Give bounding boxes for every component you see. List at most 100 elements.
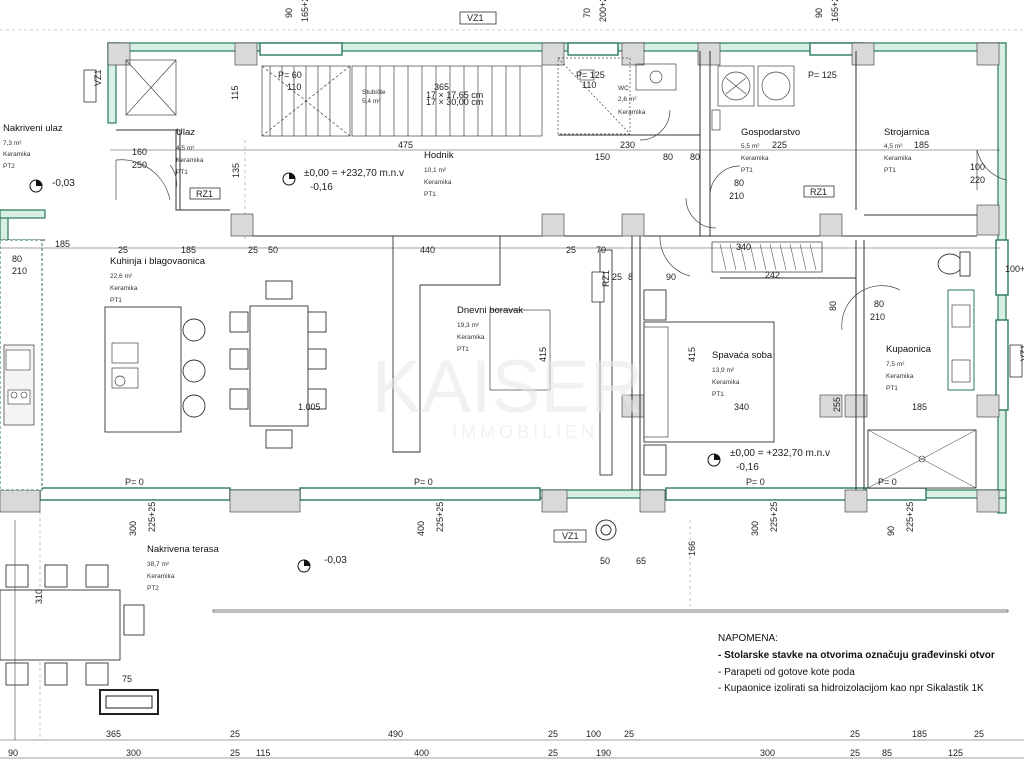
dim-top-left-a: 90 [284,8,294,18]
room-code-strojarnica: PT1 [884,167,896,174]
room-code-kupaonica: PT1 [886,385,898,392]
tag-p0-1: P= 0 [125,477,144,487]
notes-line-2: - Parapeti od gotove kote poda [718,667,855,678]
room-name-terasa: Nakrivena terasa [147,544,220,555]
dim-b2-4: 400 [414,748,429,758]
tag-p0-4: P= 0 [878,477,897,487]
dim-b2-3: 115 [256,748,270,758]
dim-400-t: 400 [416,521,426,536]
dim-365: 365 [434,82,449,92]
dim-340-top: 340 [736,242,751,252]
room-area-wc: 2,6 m² [618,96,637,103]
dim-150: 150 [595,152,610,162]
dim-242: 242 [765,270,780,280]
notes-block: NAPOMENA: - Stolarske stavke na otvorima… [718,633,995,694]
wc-fixtures [557,57,677,141]
staircase [125,59,543,137]
bathroom-fixtures [867,251,977,489]
dim-415-a: 415 [538,347,548,362]
dim-255: 255 [832,397,842,412]
dim-80-a: 80 [663,152,673,162]
room-code-spavaca: PT1 [712,391,724,398]
room-finish-gospodarstvo: Keramika [741,155,769,162]
dim-b2-9: 85 [882,748,892,758]
tag-vz1-left: VZ1 [93,69,103,86]
dim-115: 115 [230,86,240,100]
dim-top-right-b: 165+25 [830,0,840,22]
room-name-spavaca: Spavaća soba [712,350,773,361]
tag-p125-wc: P= 125 [576,70,605,80]
dim-b2-1: 300 [126,748,141,758]
dim-top-right-a: 90 [814,8,824,18]
dim-top-mid-b: 200+25 [598,0,608,22]
room-labels: Nakriveni ulaz 7,3 m² Keramika PT2 Ulaz … [3,85,932,592]
dim-415-b: 415 [687,347,697,362]
tag-p60: P= 60 [278,70,302,80]
level-main-2: ±0,00 = +232,70 m.n.v [730,448,830,459]
room-name-ulaz: Ulaz [176,127,195,138]
tag-rz1-gosp: RZ1 [810,187,827,197]
room-code-gospodarstvo: PT1 [741,167,753,174]
room-code-hodnik: PT1 [424,191,436,198]
dim-225-25-t2: 225+25 [435,502,445,532]
stair-note: 17 × 17,65 cm [426,90,483,100]
level-main-1: ±0,00 = +232,70 m.n.v [304,168,404,179]
dim-25-k1: 25 [118,245,128,255]
dim-185-top: 185 [914,140,929,150]
entry-door [115,159,177,201]
dim-top-mid-a: 70 [582,8,592,18]
dim-b1-0: 365 [106,729,121,739]
dim-b1-6: 25 [850,729,860,739]
dim-220-stroj: 220 [970,175,985,185]
bottom-dimensions: 365 25 490 25 100 25 25 185 25 90 300 25… [8,729,984,758]
dim-b1-2: 490 [388,729,403,739]
dim-475: 475 [398,140,413,150]
dim-b1-1: 25 [230,729,240,739]
tag-vz1-top: VZ1 [467,13,484,23]
room-name-hodnik: Hodnik [424,150,454,161]
room-code-ulaz: PT1 [176,169,188,176]
dim-110-a: 110 [287,82,301,92]
room-finish-ulaz: Keramika [176,157,204,164]
dim-225-25-t3: 225+25 [769,502,779,532]
tag-vz1-bottom: VZ1 [562,531,579,541]
tag-p0-2: P= 0 [414,477,433,487]
dim-250: 250 [132,160,147,170]
room-area-spavaca: 13,9 m² [712,367,735,374]
dim-70: 70 [596,245,606,255]
room-finish-wc: Keramika [618,109,646,116]
dim-b2-10: 125 [948,748,963,758]
dim-210-door: 210 [729,191,744,201]
tag-labels: VZ1 VZ1 RZ1 RZ1 RZ1 VZ1 VZ1 P= 0 P= 0 P=… [93,13,1024,541]
room-finish-terasa: Keramika [147,573,175,580]
level-terasa: -0,03 [324,555,347,566]
room-area-strojarnica: 4,5 m² [884,143,903,150]
watermark-sub: IMMOBILIEN [452,422,598,442]
dim-80-b: 80 [690,152,700,162]
room-area-kupaonica: 7,5 m² [886,361,905,368]
kitchen-fixtures [0,239,327,491]
dim-160: 160 [132,147,147,157]
dim-100-stroj: 100 [970,162,985,172]
level-markers [29,172,721,573]
room-finish-kuhinja: Keramika [110,285,138,292]
dim-b1-4: 100 [586,729,601,739]
dim-310: 310 [34,589,44,604]
room-code-nakriveni-ulaz: PT2 [3,163,15,170]
dim-230: 230 [620,140,635,150]
dim-80-door: 80 [734,178,744,188]
room-area-terasa: 38,7 m² [147,561,170,568]
level-labels: ±0,00 = +232,70 m.n.v -0,16 ±0,00 = +232… [52,168,830,566]
dim-185-kitchen: 185 [55,239,70,249]
level-main-2-sub: -0,16 [736,462,759,473]
room-name-dnevni: Dnevni boravak [457,305,523,316]
room-finish-strojarnica: Keramika [884,155,912,162]
room-finish-kupaonica: Keramika [886,373,914,380]
dim-50-k: 50 [268,245,278,255]
room-name-gospodarstvo: Gospodarstvo [741,127,800,138]
room-area-nakriveni-ulaz: 7,3 m² [3,140,22,147]
dim-90-t: 90 [886,526,896,536]
room-name-stubiste: Stubište [362,89,386,96]
dim-185-kitchen-b: 185 [181,245,196,255]
